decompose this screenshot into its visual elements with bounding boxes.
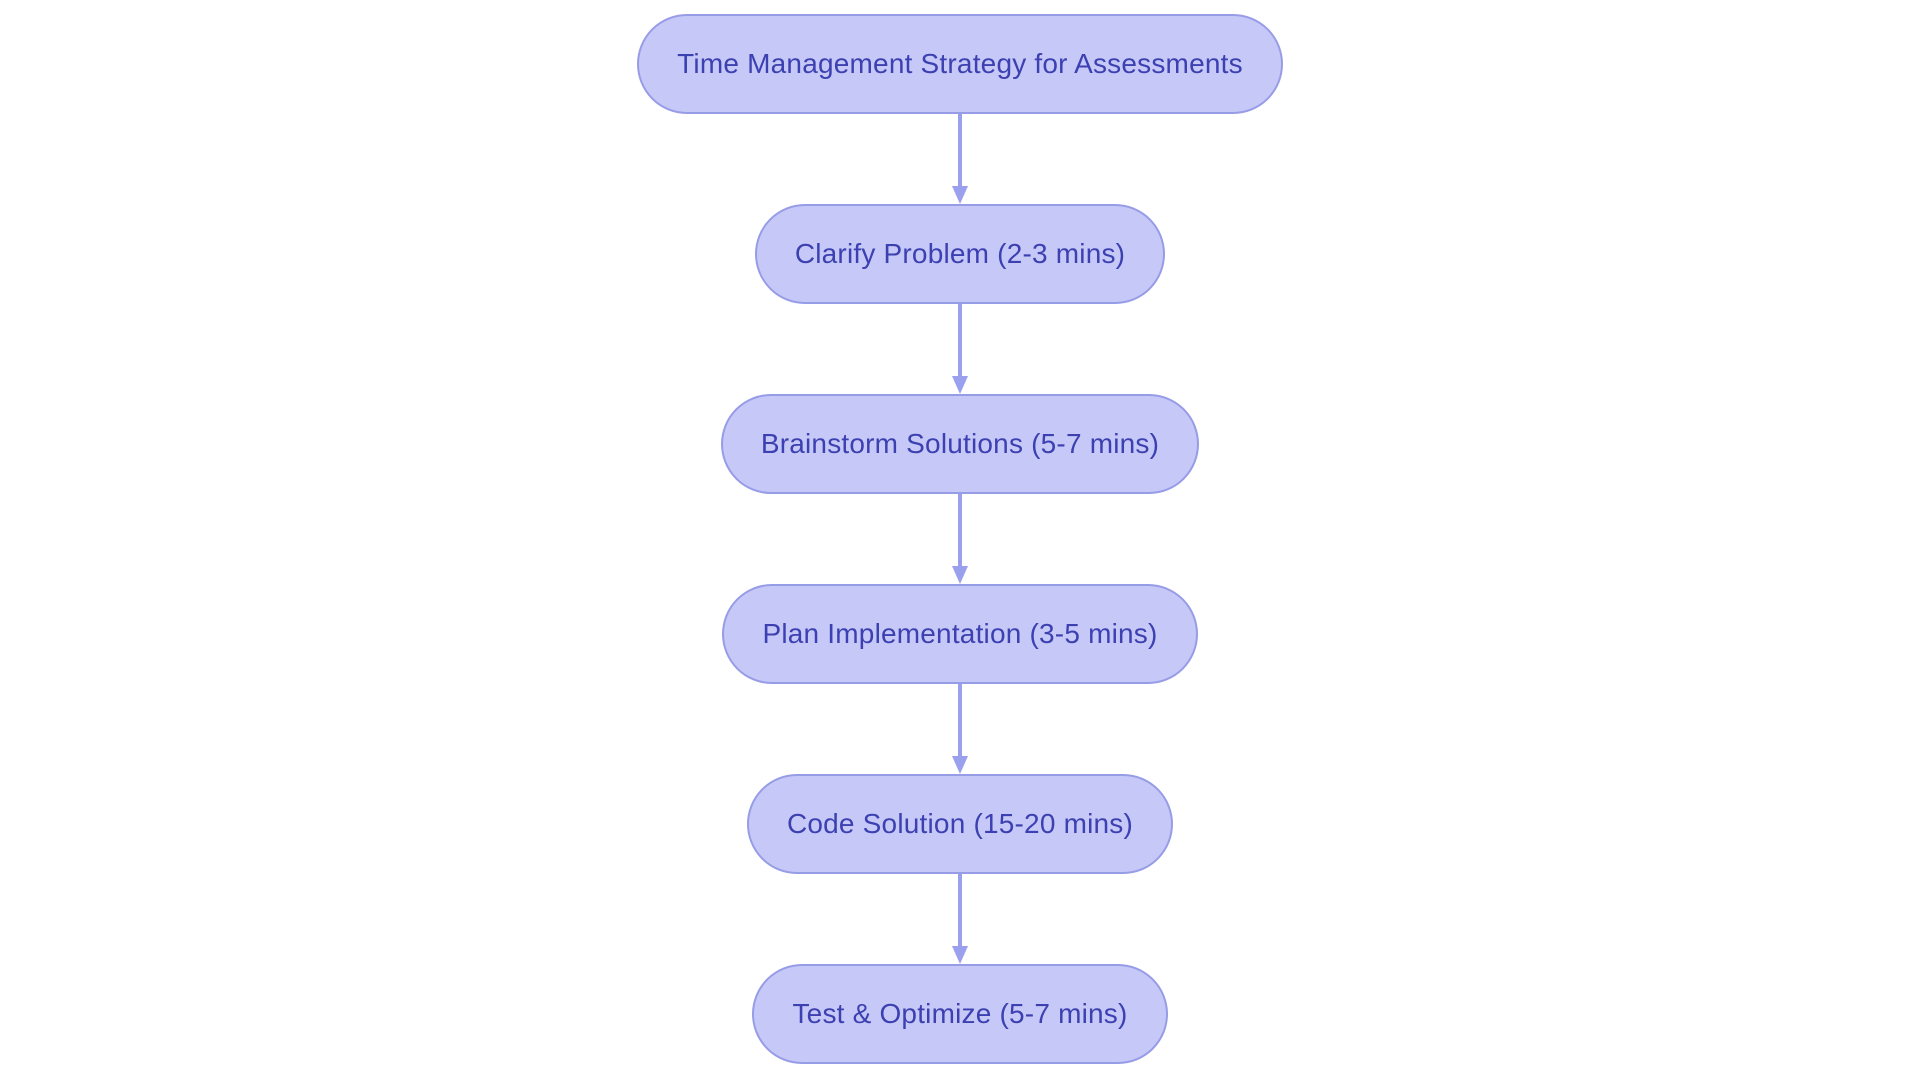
- arrowhead-down-icon: [952, 756, 968, 774]
- arrow-line: [957, 114, 963, 186]
- flow-arrow-down: [952, 304, 968, 394]
- arrow-line: [957, 494, 963, 566]
- arrowhead-down-icon: [952, 566, 968, 584]
- flow-node-plan: Plan Implementation (3-5 mins): [722, 584, 1198, 684]
- arrowhead-down-icon: [952, 186, 968, 204]
- arrow-line: [957, 684, 963, 756]
- flow-arrow-down: [952, 114, 968, 204]
- arrowhead-down-icon: [952, 376, 968, 394]
- flow-node-code: Code Solution (15-20 mins): [746, 774, 1174, 874]
- arrow-line: [957, 874, 963, 946]
- flow-node-label: Time Management Strategy for Assessments: [677, 48, 1243, 79]
- flow-arrow-down: [952, 684, 968, 774]
- flow-node-label: Test & Optimize (5-7 mins): [792, 998, 1128, 1029]
- flow-node-label: Plan Implementation (3-5 mins): [762, 618, 1158, 649]
- flow-arrow-down: [952, 874, 968, 964]
- flowchart: Time Management Strategy for Assessments…: [0, 14, 1920, 1064]
- flow-node-title: Time Management Strategy for Assessments: [637, 14, 1283, 114]
- arrowhead-down-icon: [952, 946, 968, 964]
- flow-node-clarify: Clarify Problem (2-3 mins): [754, 204, 1166, 304]
- flow-node-brainstorm: Brainstorm Solutions (5-7 mins): [720, 394, 1200, 494]
- flow-node-label: Code Solution (15-20 mins): [786, 808, 1134, 839]
- arrow-line: [957, 304, 963, 376]
- flow-arrow-down: [952, 494, 968, 584]
- flow-node-label: Clarify Problem (2-3 mins): [794, 238, 1126, 269]
- flow-node-label: Brainstorm Solutions (5-7 mins): [760, 428, 1160, 459]
- flow-node-test: Test & Optimize (5-7 mins): [752, 964, 1168, 1064]
